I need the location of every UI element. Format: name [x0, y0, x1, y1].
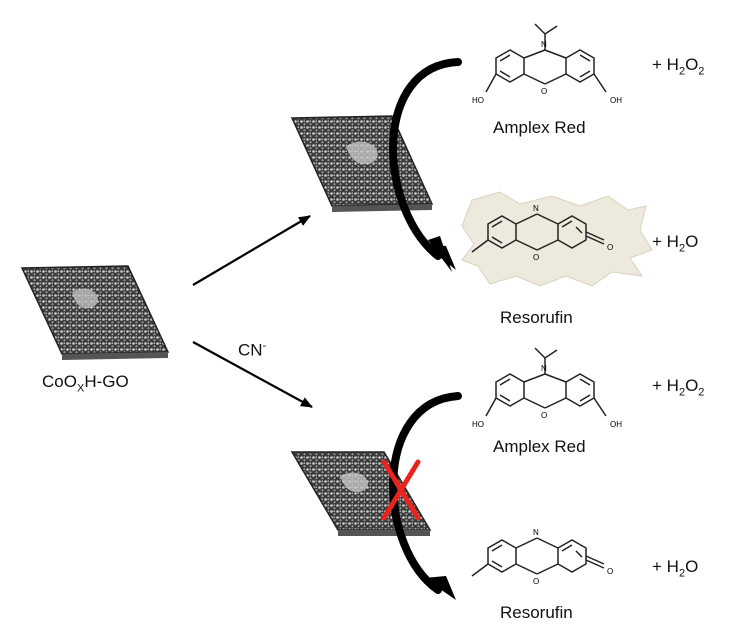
by-product-bottom: + H2O — [652, 557, 699, 580]
atom-o-5: O — [533, 577, 539, 586]
atom-oh-2: OH — [610, 420, 622, 429]
material-label: CoOXH-GO — [42, 372, 129, 395]
amplex-red-structure-top — [485, 23, 607, 93]
arrow-to-top — [192, 215, 311, 286]
curved-arrow-top — [389, 58, 462, 272]
product-label-bottom: Resorufin — [500, 603, 573, 622]
nanosheet-top — [290, 115, 434, 212]
atom-n-2: N — [533, 204, 539, 213]
atom-ho-2: HO — [472, 420, 484, 429]
nanosheet-left — [20, 265, 170, 360]
atom-o-3: O — [607, 243, 613, 252]
atom-o-1: O — [541, 87, 547, 96]
blocked-x-mark — [381, 459, 421, 521]
arrow-to-bottom — [192, 341, 313, 408]
co-reactant-top: + H2O2 — [652, 55, 705, 78]
atom-n-4: N — [533, 528, 539, 537]
atom-n-1: N — [541, 40, 547, 49]
atom-o-2: O — [533, 253, 539, 262]
product-structure-bottom — [471, 537, 605, 577]
product-structure-top — [471, 213, 605, 253]
amplex-red-structure-bottom — [485, 347, 607, 417]
substrate-label-bottom: Amplex Red — [493, 437, 586, 456]
atom-n-3: N — [541, 364, 547, 373]
nanosheet-bottom — [290, 451, 432, 536]
atom-o-4: O — [541, 411, 547, 420]
substrate-label-top: Amplex Red — [493, 118, 586, 137]
co-reactant-bottom: + H2O2 — [652, 376, 705, 399]
product-label-top: Resorufin — [500, 308, 573, 327]
product-glow — [461, 191, 653, 287]
atom-o-6: O — [607, 567, 613, 576]
atom-oh-1: OH — [610, 96, 622, 105]
atom-ho-1: HO — [472, 96, 484, 105]
inhibitor-label: CN- — [238, 340, 267, 360]
by-product-top: + H2O — [652, 232, 699, 255]
